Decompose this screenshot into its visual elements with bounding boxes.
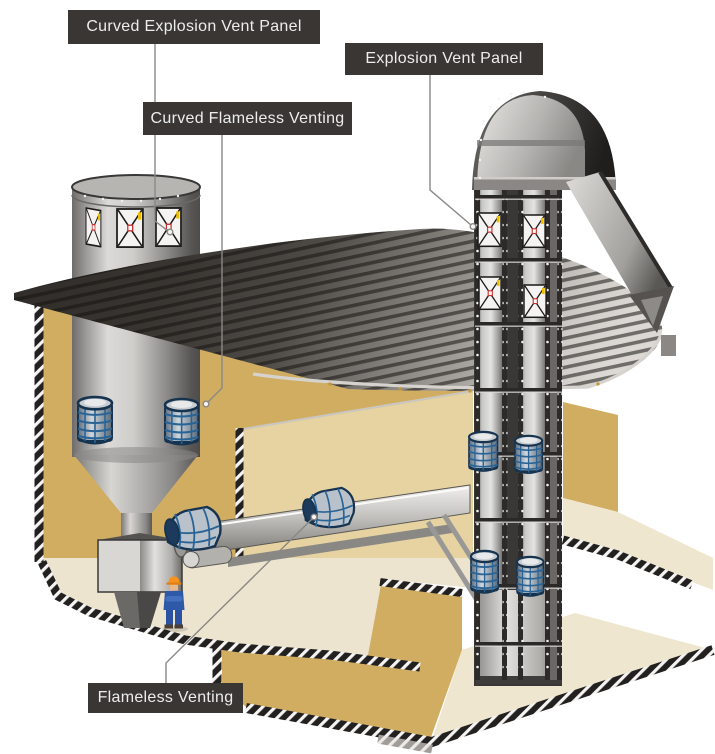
hatched-edge-right-floor (561, 535, 694, 590)
worker-head (170, 583, 178, 591)
label-flameless-venting: Flameless Venting (88, 683, 243, 713)
silo-vent-panel-right (155, 207, 182, 247)
leader-dots (166, 222, 477, 521)
elevator-flameless-vent-3 (469, 549, 500, 594)
conveyor-motor (182, 545, 233, 569)
label-curved-explosion-vent-panel: Curved Explosion Vent Panel (68, 10, 320, 44)
worker-arms (165, 596, 183, 602)
silo-flameless-vent-left (76, 395, 114, 445)
leader-lines (154, 44, 472, 683)
leader-explosion-vent-panel (429, 75, 472, 226)
hatched-edge-floor (37, 560, 421, 672)
elevator-chute (566, 170, 676, 356)
right-floor (563, 498, 713, 590)
dome-rivets (478, 90, 547, 180)
elevator-flameless-vent-1 (467, 430, 499, 472)
silo-vent-panel-left (85, 207, 102, 248)
leader-flameless-venting (165, 517, 314, 683)
hopper-left-face (98, 540, 140, 592)
silo-cone (74, 455, 198, 513)
conveyor-lower-tube (228, 524, 452, 567)
silo-vent-panel-middle (116, 208, 144, 248)
label-curved-flameless-venting: Curved Flameless Venting (143, 102, 352, 135)
leader-curved-flameless-venting (206, 135, 223, 404)
elevator-vent-panel-4 (523, 284, 547, 319)
silo-flameless-vent-right (163, 397, 200, 446)
elevator-flameless-vent-4 (515, 555, 545, 597)
worker-figure (162, 576, 188, 632)
elevator-flameless-vent-2 (513, 434, 544, 474)
worker-legs (166, 608, 173, 626)
worker-shoes (164, 624, 173, 629)
label-explosion-vent-panel: Explosion Vent Panel (345, 43, 543, 75)
hatched-edge-mid-floor (379, 578, 463, 597)
elevator-vent-panel-2 (522, 214, 546, 249)
elevator-vent-panel-3 (478, 276, 502, 311)
hatched-edge-gray (377, 734, 433, 754)
hatched-edge-lower-floor (245, 645, 715, 748)
bucket-elevator (467, 90, 676, 686)
right-wall (563, 402, 618, 512)
elevator-head (472, 90, 616, 190)
silo-top (71, 174, 201, 200)
worker-helmet (168, 576, 180, 583)
elevator-vent-panel-1 (477, 212, 502, 248)
